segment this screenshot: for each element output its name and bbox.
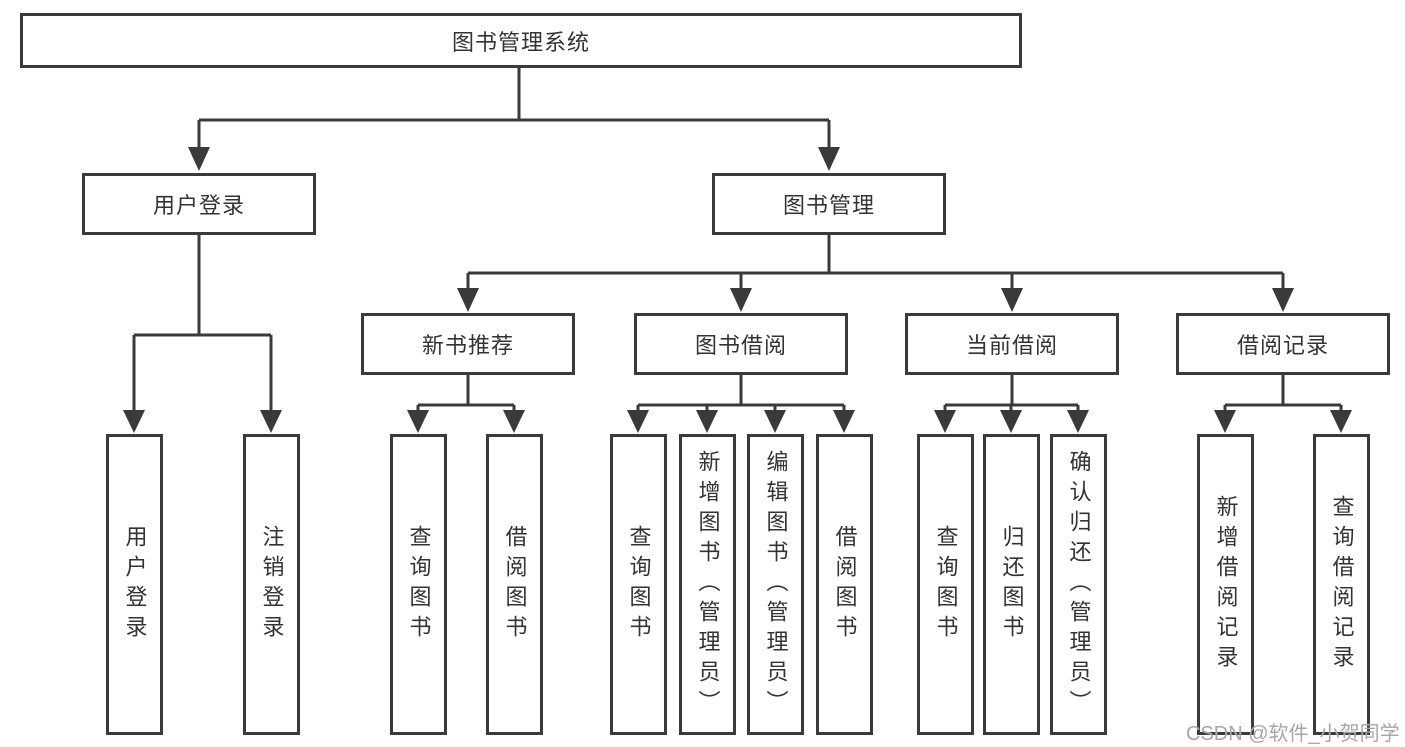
node-leaf-add-books-admin: 新增图书（管理员） [679, 434, 736, 735]
node-leaf-return-books: 归还图书 [983, 434, 1040, 735]
arrowhead-icon [1330, 410, 1352, 433]
arrowhead-icon [123, 410, 145, 433]
connector-current-borrow [934, 375, 1089, 433]
node-user-login: 用户登录 [82, 173, 316, 235]
arrowhead-icon [818, 147, 840, 171]
node-label: 新增借阅记录 [1213, 494, 1239, 675]
arrowhead-icon [260, 410, 282, 433]
arrowhead-icon [1067, 410, 1089, 433]
node-label: 新增图书（管理员） [695, 449, 721, 720]
arrowhead-icon [188, 147, 210, 171]
arrowhead-icon [730, 288, 752, 312]
connector-book-borrow [627, 375, 855, 433]
node-leaf-confirm-return-admin: 确认归还（管理员） [1050, 434, 1107, 735]
node-leaf-query-books-current: 查询图书 [917, 434, 974, 735]
node-label: 编辑图书（管理员） [763, 449, 789, 720]
node-label: 图书借阅 [694, 333, 787, 358]
node-label: 当前借阅 [965, 333, 1058, 358]
connector-book-management [457, 235, 1294, 312]
connector-new-book [407, 375, 525, 433]
node-book-borrow: 图书借阅 [634, 313, 848, 375]
node-label: 借阅图书 [502, 524, 528, 645]
node-root-system: 图书管理系统 [20, 13, 1022, 68]
connector-borrow-records [1214, 375, 1352, 433]
node-label: 图书管理系统 [451, 29, 590, 55]
arrowhead-icon [457, 288, 479, 312]
arrowhead-icon [764, 410, 786, 433]
node-label: 查询图书 [626, 524, 652, 645]
csdn-watermark: CSDN @软件_小贺同学 [1186, 723, 1400, 745]
node-leaf-query-books-borrow: 查询图书 [610, 434, 667, 735]
node-leaf-user-login: 用户登录 [106, 434, 163, 735]
node-label: 图书管理 [782, 193, 875, 218]
arrowhead-icon [1272, 288, 1294, 312]
arrowhead-icon [627, 410, 649, 433]
connector-user-login [123, 235, 282, 433]
arrowhead-icon [1214, 410, 1236, 433]
arrowhead-icon [503, 410, 525, 433]
node-leaf-add-borrow-record: 新增借阅记录 [1197, 434, 1254, 735]
node-label: 确认归还（管理员） [1066, 449, 1092, 720]
node-label: 用户登录 [152, 193, 245, 218]
arrowhead-icon [1000, 410, 1022, 433]
arrowhead-icon [1001, 288, 1023, 312]
arrowhead-icon [934, 410, 956, 433]
node-leaf-query-borrow-record: 查询借阅记录 [1313, 434, 1370, 735]
node-leaf-logout: 注销登录 [243, 434, 300, 735]
node-leaf-borrow-books: 借阅图书 [816, 434, 873, 735]
node-leaf-borrow-books-recommend: 借阅图书 [486, 434, 543, 735]
node-label: 新书推荐 [421, 333, 514, 358]
node-borrow-records: 借阅记录 [1176, 313, 1390, 375]
node-leaf-query-books-recommend: 查询图书 [390, 434, 447, 735]
node-label: 归还图书 [999, 524, 1025, 645]
node-leaf-edit-books-admin: 编辑图书（管理员） [747, 434, 804, 735]
node-label: 借阅图书 [832, 524, 858, 645]
arrowhead-icon [407, 410, 429, 433]
node-label: 查询图书 [406, 524, 432, 645]
arrowhead-icon [696, 410, 718, 433]
node-label: 注销登录 [259, 524, 285, 645]
node-label: 用户登录 [122, 524, 148, 645]
node-book-management: 图书管理 [712, 173, 946, 235]
node-label: 查询图书 [933, 524, 959, 645]
node-label: 查询借阅记录 [1329, 494, 1355, 675]
connector-root [188, 68, 840, 171]
node-label: 借阅记录 [1236, 333, 1329, 358]
node-new-book-recommend: 新书推荐 [361, 313, 575, 375]
arrowhead-icon [833, 410, 855, 433]
node-current-borrow: 当前借阅 [905, 313, 1119, 375]
